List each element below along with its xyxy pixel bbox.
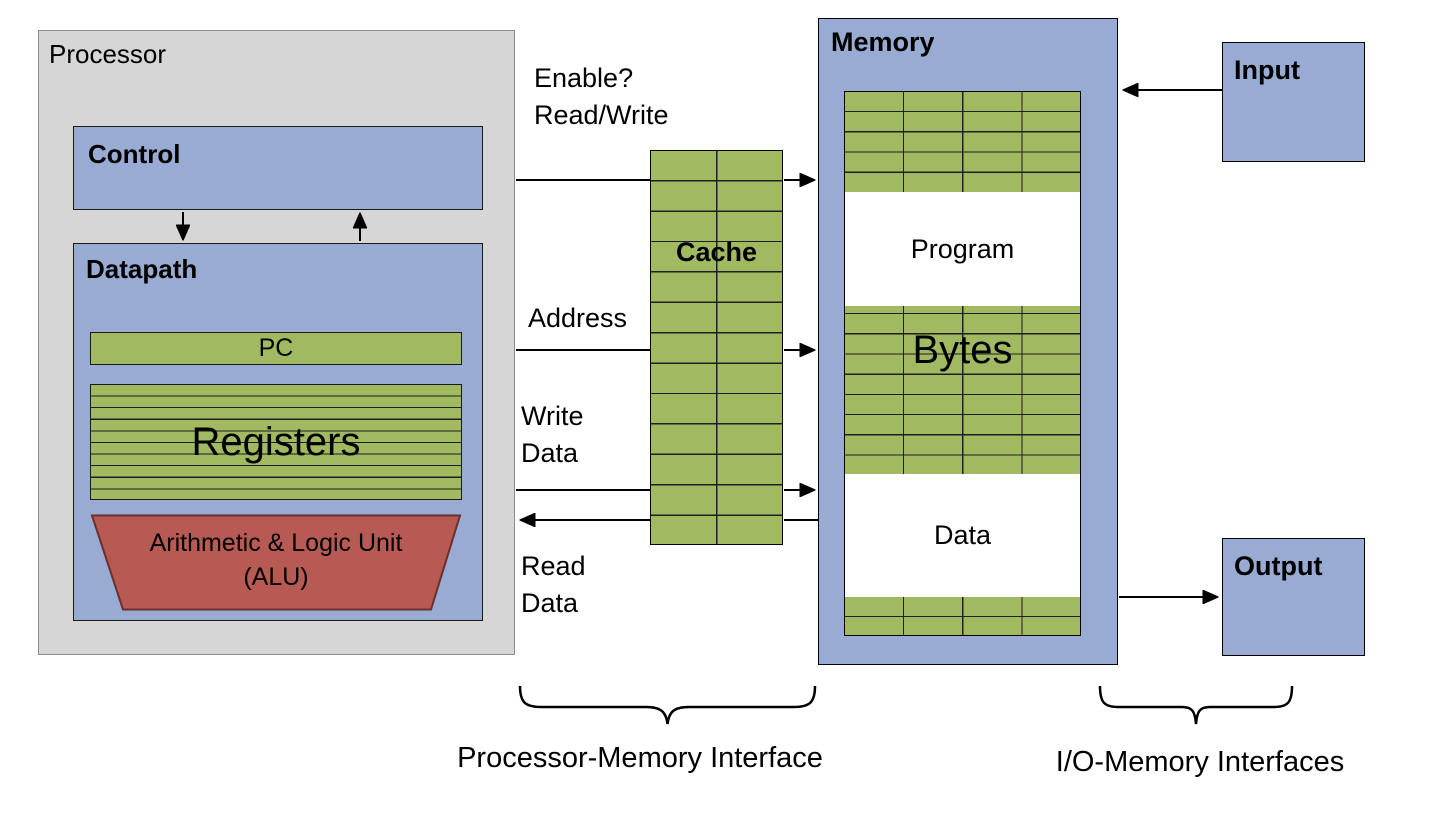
read-data-label: Read Data: [521, 548, 586, 622]
pc-label: PC: [258, 334, 294, 362]
write-data-label: Write Data: [521, 398, 584, 472]
alu-trapezoid: [90, 514, 462, 611]
registers-box: Registers: [90, 384, 462, 500]
control-box: Control: [73, 126, 483, 210]
program-label: Program: [910, 233, 1015, 264]
enable-readwrite-label: Enable? Read/Write: [534, 60, 669, 134]
read-write-label: Read/Write: [534, 100, 669, 130]
write-data-line1: Write: [521, 401, 584, 431]
memory-grid: Program Bytes Data: [844, 91, 1081, 636]
bytes-label: Bytes: [912, 328, 1013, 372]
processor-memory-caption: Processor-Memory Interface: [457, 742, 823, 774]
data-box: Data: [845, 474, 1080, 597]
read-data-line2: Data: [521, 588, 579, 618]
input-label: Input: [1234, 55, 1300, 85]
memory-box: Memory Program Bytes Data: [818, 18, 1118, 665]
datapath-label: Datapath: [86, 254, 198, 284]
io-memory-brace: [1098, 685, 1294, 725]
program-box: Program: [845, 192, 1080, 306]
io-memory-caption: I/O-Memory Interfaces: [1055, 746, 1345, 778]
memory-label: Memory: [831, 27, 935, 57]
enable-label: Enable?: [534, 63, 634, 93]
pc-box: PC: [90, 332, 462, 365]
processor-box: Processor Control Datapath PC Registers …: [38, 30, 515, 655]
alu-label-line1: Arithmetic & Logic Unit: [149, 529, 403, 557]
address-label: Address: [528, 303, 628, 333]
control-label: Control: [88, 139, 181, 169]
write-data-line2: Data: [521, 438, 579, 468]
processor-memory-brace: [518, 685, 817, 725]
datapath-box: Datapath PC Registers Arithmetic & Logic…: [73, 243, 483, 621]
data-label: Data: [933, 520, 992, 550]
processor-label: Processor: [49, 39, 167, 69]
cache-label: Cache: [675, 237, 758, 267]
output-box: Output: [1222, 538, 1365, 656]
output-label: Output: [1234, 551, 1323, 581]
alu-box: Arithmetic & Logic Unit (ALU): [90, 514, 462, 611]
alu-label-line2: (ALU): [243, 563, 309, 591]
alu-label: Arithmetic & Logic Unit (ALU): [90, 526, 462, 594]
input-box: Input: [1222, 42, 1365, 162]
cache-box: Cache: [650, 150, 783, 545]
read-data-line1: Read: [521, 551, 586, 581]
registers-label: Registers: [191, 419, 361, 464]
